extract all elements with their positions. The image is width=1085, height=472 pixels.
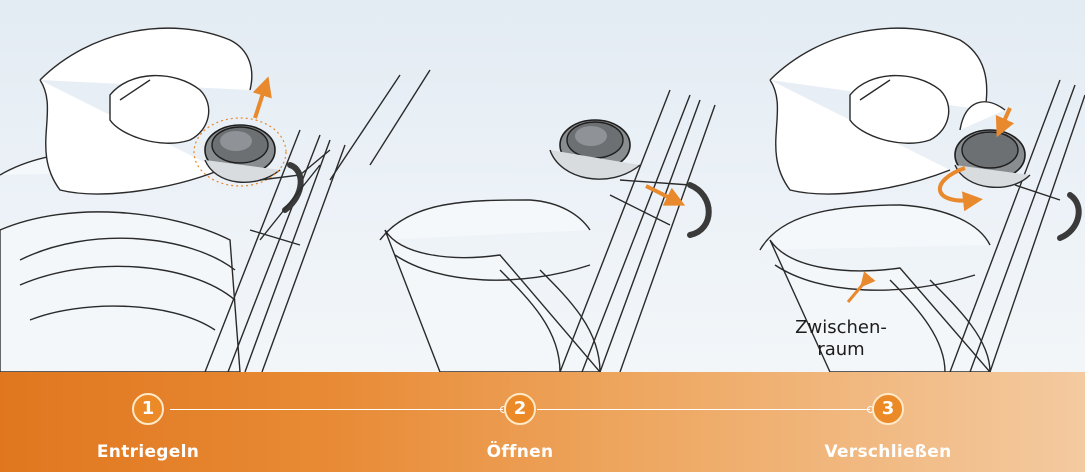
gap-annotation: Zwischen- raum — [776, 317, 906, 361]
gap-annotation-line-1: Zwischen- — [776, 317, 906, 339]
illustration-area: Zwischen- raum — [0, 0, 1085, 372]
step-connector-2 — [537, 409, 870, 410]
step-2-label: Öffnen — [420, 442, 620, 462]
arrow-up-icon — [255, 84, 266, 118]
step-1-label: Entriegeln — [48, 442, 248, 462]
panel-unlock — [0, 28, 345, 372]
step-2-badge: 2 — [504, 393, 536, 425]
illustration-drawing — [0, 0, 1085, 372]
steps-bar: 1 2 3 Entriegeln Öffnen Verschließen — [0, 372, 1085, 472]
step-3-badge: 3 — [872, 393, 904, 425]
gap-annotation-line-2: raum — [776, 339, 906, 361]
step-3-label: Verschließen — [788, 442, 988, 462]
step-connector-1 — [170, 409, 503, 410]
step-1-badge: 1 — [132, 393, 164, 425]
panel-open — [330, 70, 715, 372]
